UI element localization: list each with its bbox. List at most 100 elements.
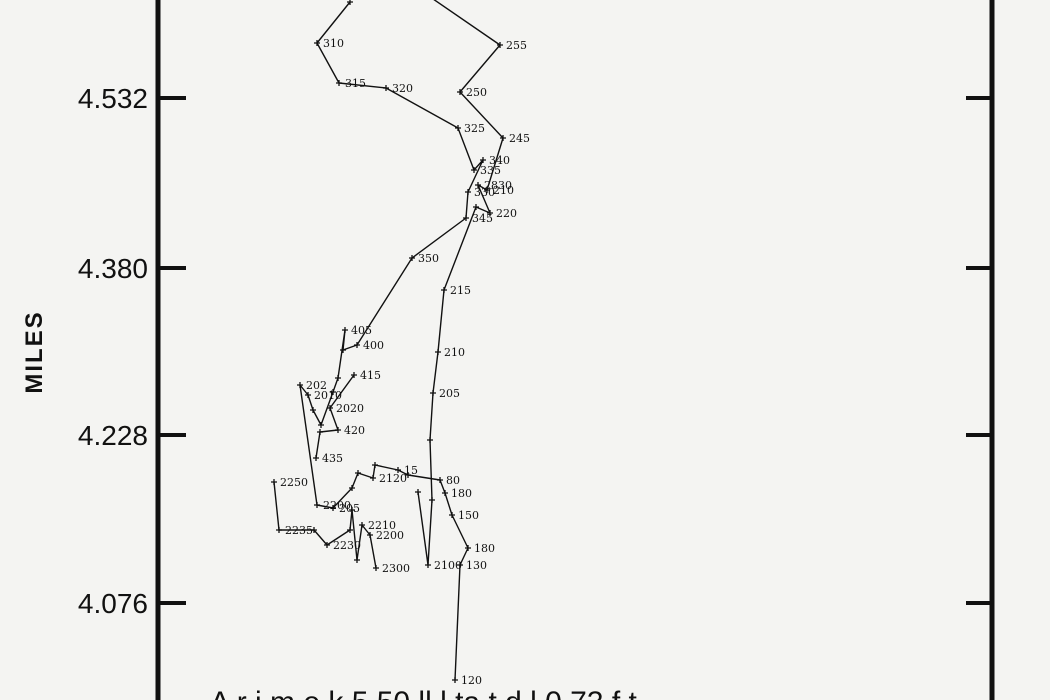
series-2-line xyxy=(273,481,377,569)
series-1-point-1 xyxy=(497,42,503,48)
series-0-point-29 xyxy=(383,85,389,91)
series-3-point-3 xyxy=(327,405,333,411)
series-0-point-label-3: 150 xyxy=(458,509,479,522)
series-1-point-3 xyxy=(500,135,506,141)
series-0-point-label-28: 325 xyxy=(464,122,485,135)
series-0-point-label-13: 2200 xyxy=(323,499,351,512)
series-1-point-4 xyxy=(484,187,490,193)
series-1-point-label-10: 205 xyxy=(439,387,460,400)
series-3-point-0 xyxy=(313,455,319,461)
series-2-point-5 xyxy=(349,507,355,513)
y-tick-label-3: 4.228 xyxy=(78,420,148,451)
series-0-point-2 xyxy=(465,545,471,551)
series-0-point-7 xyxy=(395,467,401,473)
series-0-point-27 xyxy=(471,167,477,173)
series-0-point-label-20: 405 xyxy=(351,324,372,337)
y-tick-labels: 4.532 4.380 4.228 4.076 xyxy=(78,83,148,619)
y-tick-label-4: 4.076 xyxy=(78,588,148,619)
series-1-point-7 xyxy=(473,204,479,210)
series-1-point-11 xyxy=(427,437,433,443)
series-1-point-14 xyxy=(415,489,421,495)
series-0-point-12 xyxy=(330,505,336,511)
series-0-point-8 xyxy=(372,462,378,468)
axes-frame xyxy=(155,0,995,700)
series-0-point-label-29: 320 xyxy=(392,82,413,95)
series-0-point-6 xyxy=(405,472,411,478)
series-1-point-label-6: 220 xyxy=(496,207,517,220)
series-0-point-label-26: 340 xyxy=(489,154,510,167)
series-1-point-2 xyxy=(457,89,463,95)
series-1-point-label-5: 2830 xyxy=(484,179,512,192)
series-2-point-label-8: 2200 xyxy=(376,529,404,542)
series-1-point-label-1: 255 xyxy=(506,39,527,52)
y-ticks xyxy=(158,96,992,605)
series-0-point-label-4: 180 xyxy=(451,487,472,500)
series-0-point-28 xyxy=(455,125,461,131)
series-0-point-22 xyxy=(354,342,360,348)
series-0-point-label-5: 80 xyxy=(446,474,460,487)
series-1-point-label-8: 215 xyxy=(450,284,471,297)
series-0-point-32 xyxy=(347,0,353,5)
series-2-point-1 xyxy=(276,527,282,533)
series-0-point-label-0: 120 xyxy=(461,674,482,687)
series-0-point-15 xyxy=(305,392,311,398)
series-0-point-9 xyxy=(370,475,376,481)
series-1-point-6 xyxy=(487,210,493,216)
series-2-point-label-7: 2210 xyxy=(368,519,396,532)
series-0-point-4 xyxy=(442,490,448,496)
series-1-point-label-3: 245 xyxy=(509,132,530,145)
series-0-point-21 xyxy=(340,347,346,353)
series-0-point-label-12: 205 xyxy=(339,502,360,515)
series-0-point-31 xyxy=(314,40,320,46)
series-2-point-label-1: 2235 xyxy=(285,524,313,537)
y-tick-label-2: 4.380 xyxy=(78,253,148,284)
series-0-point-11 xyxy=(349,485,355,491)
series-1-point-label-13: 2100 xyxy=(434,559,462,572)
series-2-point-3 xyxy=(324,542,330,548)
series-0-point-label-27: 335 xyxy=(480,164,501,177)
series-0-point-3 xyxy=(449,512,455,518)
series-2-point-6 xyxy=(354,557,360,563)
series-1-point-label-9: 210 xyxy=(444,346,465,359)
series-0-point-label-24: 345 xyxy=(472,212,493,225)
series-0-point-label-23: 350 xyxy=(418,252,439,265)
series-3-point-label-0: 435 xyxy=(322,452,343,465)
series-2-point-4 xyxy=(347,527,353,533)
series-0-point-label-2: 180 xyxy=(474,542,495,555)
series-0-point-18 xyxy=(330,389,336,395)
series-0-point-25 xyxy=(465,189,471,195)
series-3-point-label-2: 420 xyxy=(344,424,365,437)
series-2-point-label-9: 2300 xyxy=(382,562,410,575)
series-0-point-label-9: 2120 xyxy=(379,472,407,485)
series-1-point-8 xyxy=(441,287,447,293)
series-0-point-5 xyxy=(437,477,443,483)
series-2-point-label-0: 2250 xyxy=(280,476,308,489)
series-0-line xyxy=(299,1,484,681)
series-0-point-23 xyxy=(409,255,415,261)
series-1-point-9 xyxy=(435,349,441,355)
y-axis-label: MILES xyxy=(21,310,48,393)
series-2-point-label-3: 2230 xyxy=(333,539,361,552)
series-0-point-label-30: 315 xyxy=(345,77,366,90)
series-2-point-7 xyxy=(359,522,365,528)
series-1-point-label-2: 250 xyxy=(466,86,487,99)
caption: A r i m e k 5 50 ll l ta t d l 0 73 f t xyxy=(210,686,638,700)
series-0-point-19 xyxy=(335,375,341,381)
series-2-point-8 xyxy=(367,532,373,538)
series-1-point-5 xyxy=(475,182,481,188)
series-1-point-12 xyxy=(429,497,435,503)
series-2-point-2 xyxy=(311,527,317,533)
series-0-point-20 xyxy=(342,327,348,333)
series-1-point-13 xyxy=(425,562,431,568)
series-0-point-24 xyxy=(463,215,469,221)
series-0-point-label-22: 400 xyxy=(363,339,384,352)
series-0-point-1 xyxy=(457,562,463,568)
series-0-point-16 xyxy=(310,407,316,413)
series-0-point-label-31: 310 xyxy=(323,37,344,50)
series-0-point-30 xyxy=(336,80,342,86)
series-layer: 1201301801501808015212020522002022010405… xyxy=(271,0,530,687)
series-0-point-10 xyxy=(355,470,361,476)
series-2-point-9 xyxy=(373,565,379,571)
series-0-point-label-14: 202 xyxy=(306,379,327,392)
